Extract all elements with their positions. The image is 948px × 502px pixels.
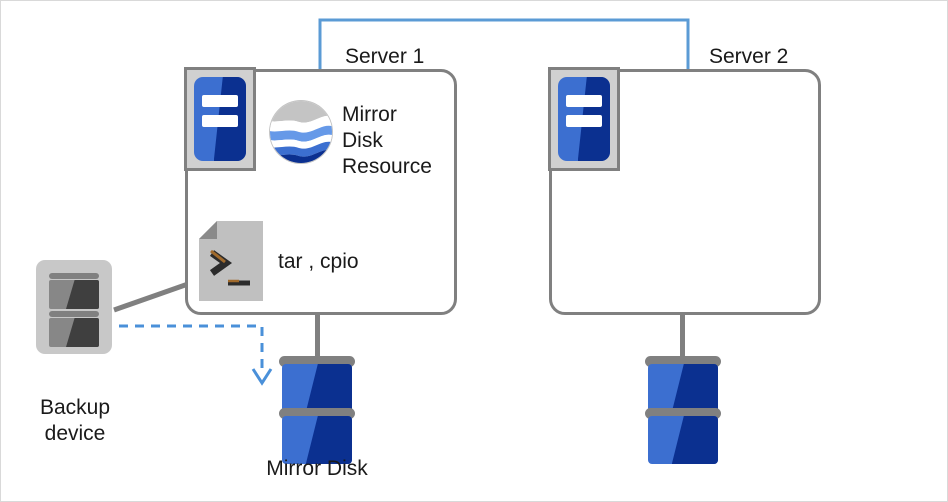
server-icon-bar-1 (566, 94, 602, 108)
globe-icon (269, 100, 333, 164)
server-icon-chip (194, 77, 246, 161)
server-icon (184, 67, 256, 171)
disk-body-2 (648, 416, 718, 464)
backup-device-label-line1: Backup (39, 396, 111, 419)
disk-body-2 (282, 416, 352, 464)
server-2-label: Server 2 (709, 45, 789, 68)
mirror-disk-resource-label-line2: Disk (342, 129, 383, 152)
backup-device-body-2 (49, 318, 99, 347)
backup-device-link (113, 281, 189, 313)
backup-device-label-line2: device (44, 422, 106, 445)
disk-shade-1 (671, 364, 718, 412)
backup-device-shade-2 (66, 318, 99, 347)
server1-disk-link (315, 313, 320, 361)
disk-cap-2 (279, 408, 355, 419)
server-icon (548, 67, 620, 171)
backup-device-cap-2 (49, 311, 99, 317)
backup-device-body-1 (49, 280, 99, 309)
interconnect-line (318, 18, 690, 73)
server-icon-chip (558, 77, 610, 161)
disk-stack-icon (279, 356, 355, 464)
server2-disk-link (680, 313, 685, 361)
mirror-disk-resource-label-line1: Mirror (342, 103, 397, 126)
disk-body-1 (648, 364, 718, 412)
disk-cap-1 (279, 356, 355, 367)
disk-shade-2 (671, 416, 718, 464)
disk-cap-1 (645, 356, 721, 367)
script-file-icon (199, 221, 263, 301)
mirror-disk-resource-label-line3: Resource (342, 155, 432, 178)
disk-stack-icon (645, 356, 721, 464)
disk-body-1 (282, 364, 352, 412)
backup-flow-arrow (119, 324, 273, 386)
mirror-disk-label: Mirror Disk (266, 457, 368, 480)
disk-shade-1 (305, 364, 352, 412)
tar-cpio-label: tar , cpio (278, 250, 359, 273)
backup-device-shade-1 (66, 280, 99, 309)
server-icon-bar-2 (202, 114, 238, 128)
server-1-label: Server 1 (345, 45, 425, 68)
server-icon-bar-2 (566, 114, 602, 128)
backup-device-icon (36, 260, 112, 354)
backup-device-cap-1 (49, 273, 99, 279)
server-icon-bar-1 (202, 94, 238, 108)
disk-cap-2 (645, 408, 721, 419)
